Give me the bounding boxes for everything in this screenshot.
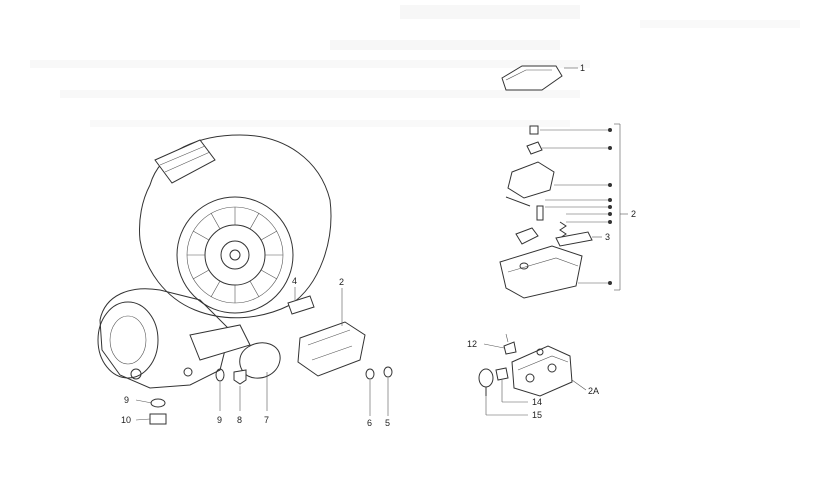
- callout-2-engine: 2: [339, 277, 344, 287]
- callout-12: 12: [467, 339, 477, 349]
- callout-3: 3: [605, 232, 610, 242]
- callout-9-bottom: 9: [217, 415, 222, 425]
- scan-background-noise: [30, 5, 800, 127]
- carburetor-exploded-view: [499, 65, 593, 299]
- callout-4: 4: [292, 276, 297, 286]
- group-2-bracket: [540, 67, 628, 291]
- engine-small-parts: [149, 295, 393, 425]
- callout-8: 8: [237, 415, 242, 425]
- callout-2a: 2A: [588, 386, 599, 396]
- callout-7: 7: [264, 415, 269, 425]
- engine-assembly-drawing: [97, 134, 332, 389]
- callout-9-left: 9: [124, 395, 129, 405]
- callout-5: 5: [385, 418, 390, 428]
- group-2a-leader-lines: [483, 343, 587, 416]
- callout-14: 14: [532, 397, 542, 407]
- carburetor-2a-view: [478, 333, 573, 397]
- callout-6: 6: [367, 418, 372, 428]
- callout-1: 1: [580, 63, 585, 73]
- callout-10: 10: [121, 415, 131, 425]
- callout-15: 15: [532, 410, 542, 420]
- engine-leader-lines: [135, 287, 389, 421]
- callout-labels: 1 2 3 4 2 9 10 9 8 7 6 5 12 2A 14 15: [121, 63, 636, 428]
- callout-2: 2: [631, 209, 636, 219]
